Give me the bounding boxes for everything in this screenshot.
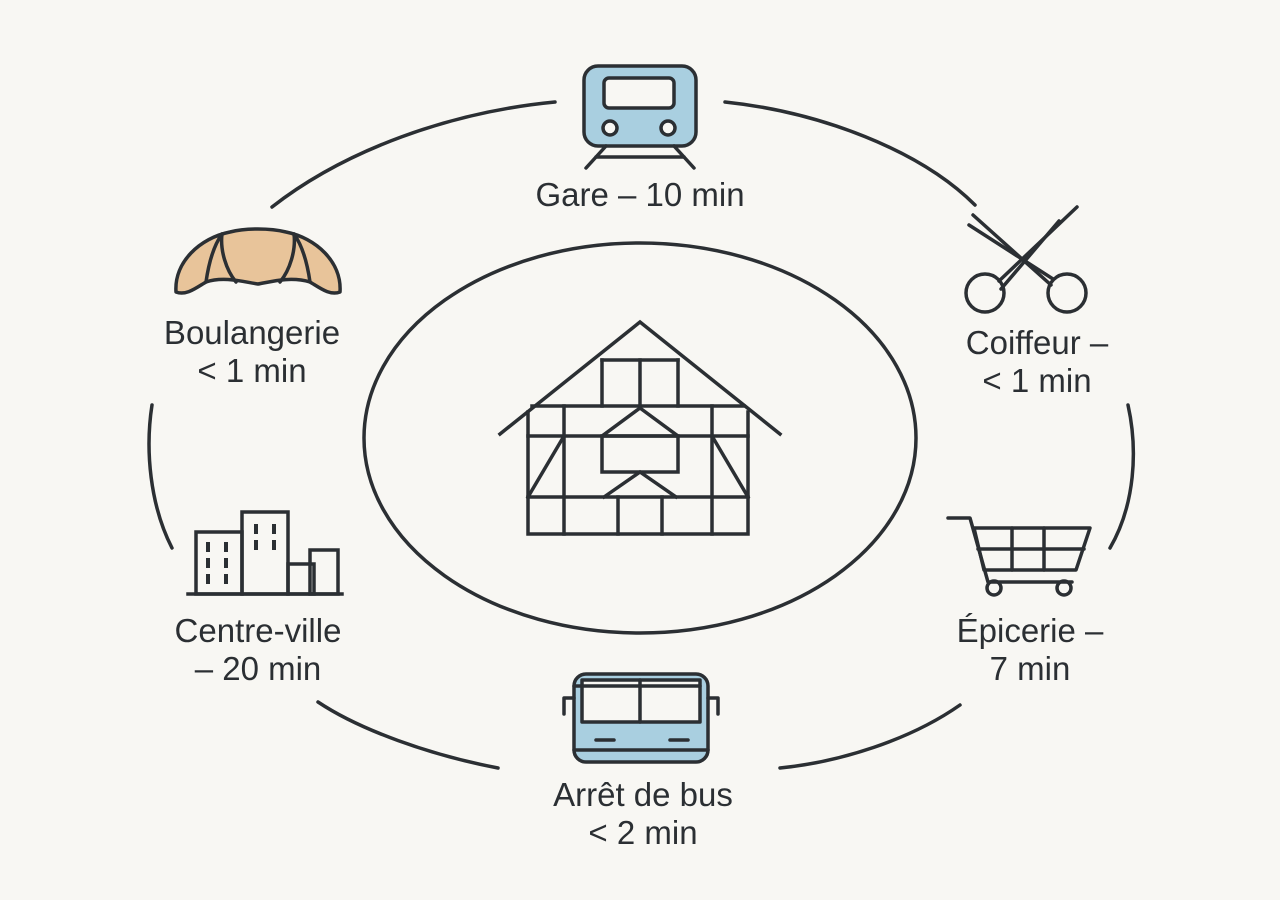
- shopping-cart-icon: [946, 516, 1092, 597]
- outer-ring-arc-coiffeur-epicerie: [1108, 403, 1136, 550]
- outer-ring-arc-epicerie-bus: [778, 703, 962, 770]
- label-boulangerie-line1: Boulangerie: [163, 314, 341, 351]
- city-buildings-icon: [186, 510, 344, 596]
- label-bus: Arrêt de bus < 2 min: [553, 776, 733, 852]
- outer-ring-arc-centre-boulangerie: [147, 403, 174, 550]
- label-bus-line1: Arrêt de bus: [553, 776, 733, 813]
- label-coiffeur-line1: Coiffeur –: [965, 324, 1109, 361]
- croissant-icon: [174, 227, 342, 295]
- label-centre-ville: Centre-ville – 20 min: [175, 612, 342, 688]
- bus-icon: [562, 672, 720, 764]
- label-coiffeur-line2: < 1 min: [982, 362, 1092, 399]
- outer-ring-arc-bus-centre: [316, 700, 500, 770]
- outer-ring-arc-boulangerie-gare: [270, 100, 557, 209]
- scissors-icon: [964, 205, 1088, 314]
- timber-frame-house-icon: [497, 319, 783, 536]
- label-gare: Gare – 10 min: [535, 176, 744, 214]
- outer-ring-arc-gare-coiffeur: [723, 100, 977, 207]
- label-gare-line1: Gare – 10 min: [535, 176, 745, 213]
- label-coiffeur: Coiffeur – < 1 min: [966, 324, 1108, 400]
- label-boulangerie: Boulangerie < 1 min: [164, 314, 340, 390]
- train-icon: [582, 64, 698, 170]
- label-centre-ville-line2: – 20 min: [194, 650, 322, 687]
- inner-circle: [362, 241, 918, 635]
- label-bus-line2: < 2 min: [588, 814, 698, 851]
- label-epicerie: Épicerie – 7 min: [957, 612, 1104, 688]
- label-centre-ville-line1: Centre-ville: [174, 612, 342, 649]
- label-epicerie-line2: 7 min: [989, 650, 1071, 687]
- label-boulangerie-line2: < 1 min: [197, 352, 307, 389]
- label-epicerie-line1: Épicerie –: [956, 612, 1104, 649]
